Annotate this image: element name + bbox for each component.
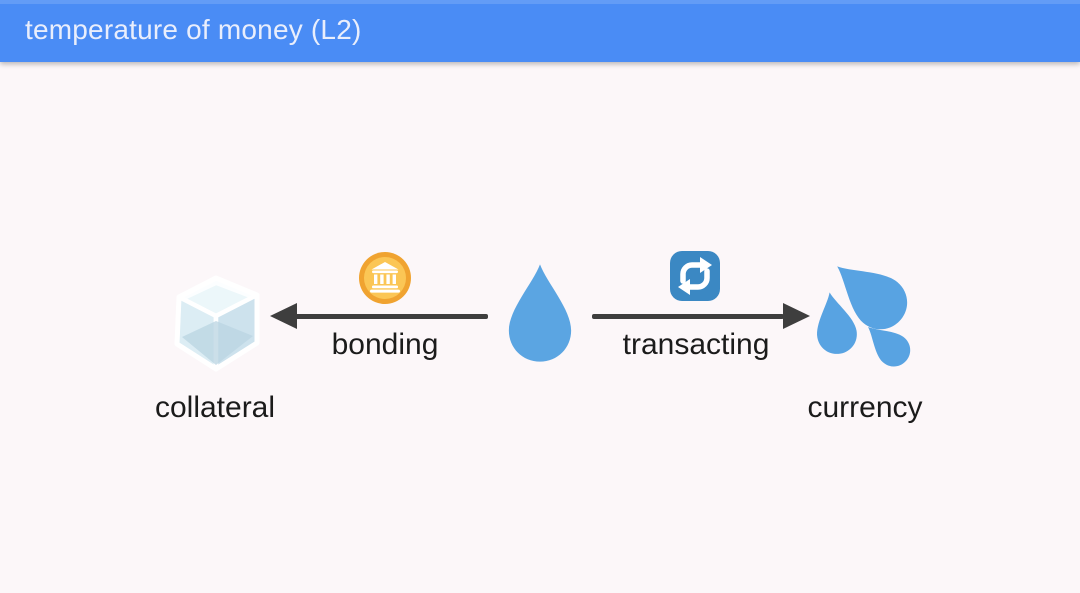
refresh-arrows-icon [670, 251, 720, 301]
bonding-arrow-line [288, 314, 488, 319]
bank-coin-icon [359, 252, 411, 304]
transacting-arrow-line [592, 314, 784, 319]
ice-cube-icon [174, 275, 260, 372]
transacting-arrowhead-icon [783, 303, 810, 329]
water-droplet-icon [508, 264, 572, 362]
bonding-arrowhead-icon [270, 303, 297, 329]
splash-droplet-large-icon [837, 266, 908, 330]
page-title: temperature of money (L2) [25, 14, 362, 45]
splash-droplet-small-icon [868, 326, 911, 367]
title-bar: temperature of money (L2) [0, 0, 1080, 62]
splash-droplet-medium-icon [817, 292, 857, 354]
collateral-label: collateral [154, 391, 276, 424]
transacting-label: transacting [622, 328, 770, 361]
bonding-label: bonding [331, 328, 439, 361]
currency-label: currency [807, 391, 923, 424]
